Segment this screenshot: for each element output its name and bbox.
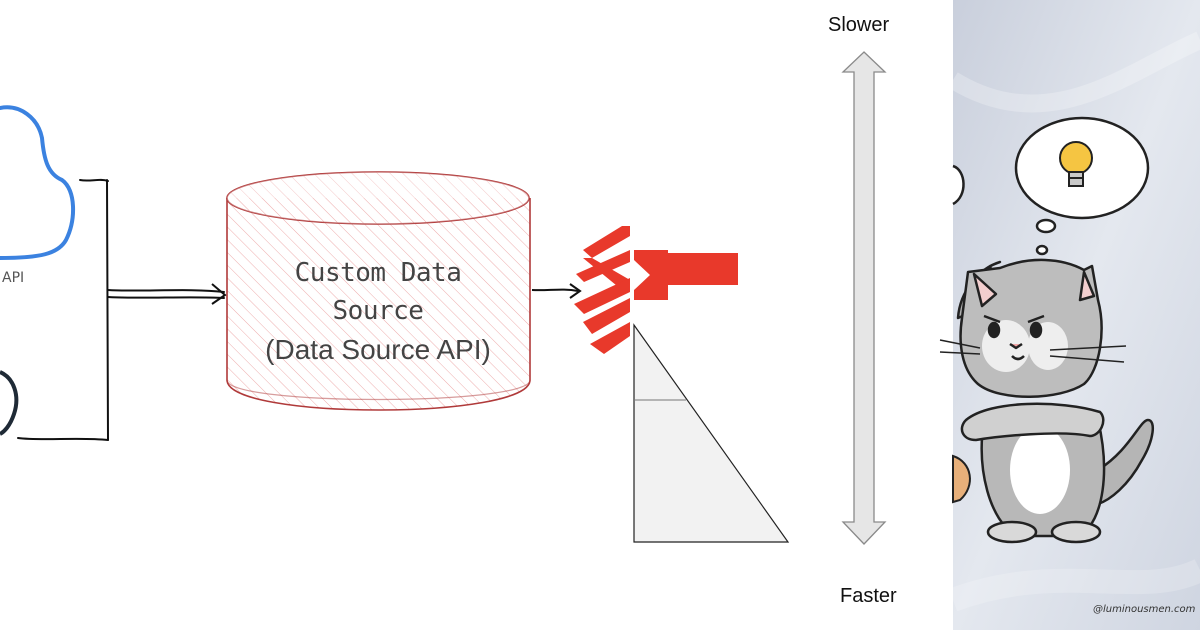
faster-label: Faster	[840, 585, 897, 607]
cloud-icon	[0, 105, 76, 260]
red-arrow-icon	[634, 250, 738, 300]
cat-illustration-panel	[939, 0, 1200, 630]
output-arrowhead	[569, 283, 582, 299]
arrowhead-into-database	[211, 283, 227, 305]
partial-circle-icon	[0, 370, 19, 436]
brand-logo	[574, 226, 630, 354]
database-cylinder	[226, 171, 531, 411]
speed-double-arrow	[841, 51, 887, 545]
slower-label: Slower	[828, 14, 890, 36]
cat-character	[939, 258, 1155, 544]
lightbulb-icon	[1059, 141, 1093, 187]
middle-diagram-panel	[633, 51, 887, 545]
left-diagram-panel	[0, 105, 582, 441]
artist-credit: @luminousmen.com	[1093, 604, 1196, 615]
pyramid-shape	[633, 323, 790, 543]
database-label-line1: Custom Data	[294, 258, 462, 288]
database-label-line3: (Data Source API)	[265, 334, 491, 365]
output-arrow-line	[531, 288, 579, 292]
connector-lines	[17, 178, 225, 441]
cloud-api-label: API	[2, 270, 25, 286]
orange-cat-paw	[952, 454, 971, 504]
database-label-line2: Source	[332, 296, 424, 326]
